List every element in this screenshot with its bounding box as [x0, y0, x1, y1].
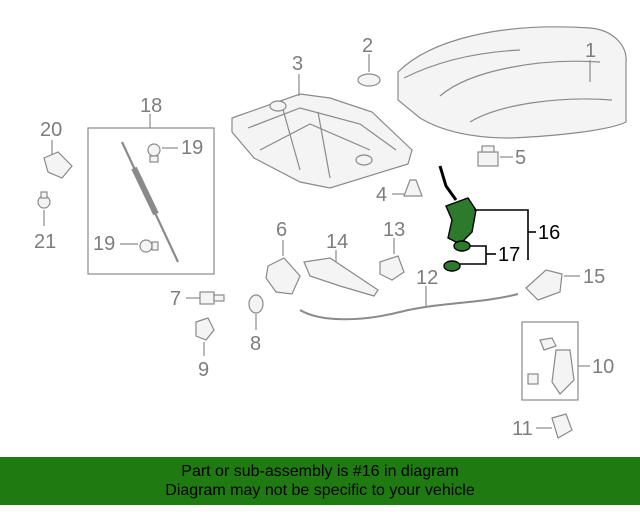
latch-part[interactable] — [527, 337, 575, 395]
release-cable-part[interactable] — [299, 293, 519, 321]
lift-support-strut[interactable] — [121, 141, 179, 263]
hood-part[interactable] — [397, 26, 627, 139]
info-banner: Part or sub-assembly is #16 in diagram D… — [0, 457, 640, 505]
callout-4: 4 — [376, 184, 387, 206]
callout-19b: 19 — [93, 233, 115, 255]
callout-8: 8 — [250, 333, 261, 355]
callout-1: 1 — [585, 40, 596, 62]
parts-diagram: 1 2 3 4 5 18 19 19 — [34, 26, 627, 440]
callout-17: 17 — [498, 244, 520, 266]
callout-3: 3 — [292, 53, 303, 75]
banner-line-1: Part or sub-assembly is #16 in diagram — [181, 463, 459, 480]
clip-part[interactable] — [403, 179, 423, 197]
callout-21: 21 — [34, 231, 56, 253]
callout-12: 12 — [416, 267, 438, 289]
callout-5: 5 — [515, 147, 526, 169]
callout-20: 20 — [40, 119, 62, 141]
callout-15: 15 — [583, 266, 605, 288]
washer-part[interactable] — [248, 294, 264, 314]
lock-part[interactable] — [303, 257, 379, 297]
hinge-bracket-part[interactable] — [43, 151, 73, 179]
ball-stud-part[interactable] — [147, 143, 161, 163]
prop-rod-part[interactable] — [438, 165, 477, 245]
callout-14: 14 — [326, 231, 348, 253]
latch-box — [521, 321, 579, 401]
banner-line-2: Diagram may not be specific to your vehi… — [165, 482, 475, 499]
callout-18: 18 — [140, 95, 162, 117]
callout-16: 16 — [538, 222, 560, 244]
callout-6: 6 — [276, 219, 287, 241]
bracket-part[interactable] — [379, 255, 405, 281]
cushion-part[interactable] — [195, 317, 215, 341]
callout-19a: 19 — [181, 137, 203, 159]
bumper-part[interactable] — [477, 145, 499, 167]
bolt-part[interactable] — [199, 291, 225, 305]
hinge-part[interactable] — [265, 257, 301, 295]
callout-10: 10 — [592, 356, 614, 378]
ball-stud-part[interactable] — [139, 239, 159, 253]
callout-13: 13 — [383, 219, 405, 241]
lift-support-box — [87, 127, 215, 275]
grommet-part[interactable] — [453, 240, 471, 252]
callout-2: 2 — [362, 35, 373, 57]
callout-7: 7 — [170, 288, 181, 310]
bolt-part[interactable] — [37, 191, 51, 209]
callout-11: 11 — [512, 418, 533, 440]
release-handle-part[interactable] — [525, 269, 563, 301]
callout-9: 9 — [198, 359, 209, 381]
plug-part[interactable] — [357, 73, 381, 87]
grommet-part[interactable] — [443, 260, 461, 272]
bolt-part[interactable] — [551, 413, 573, 439]
hood-insulator-part[interactable] — [231, 93, 413, 189]
